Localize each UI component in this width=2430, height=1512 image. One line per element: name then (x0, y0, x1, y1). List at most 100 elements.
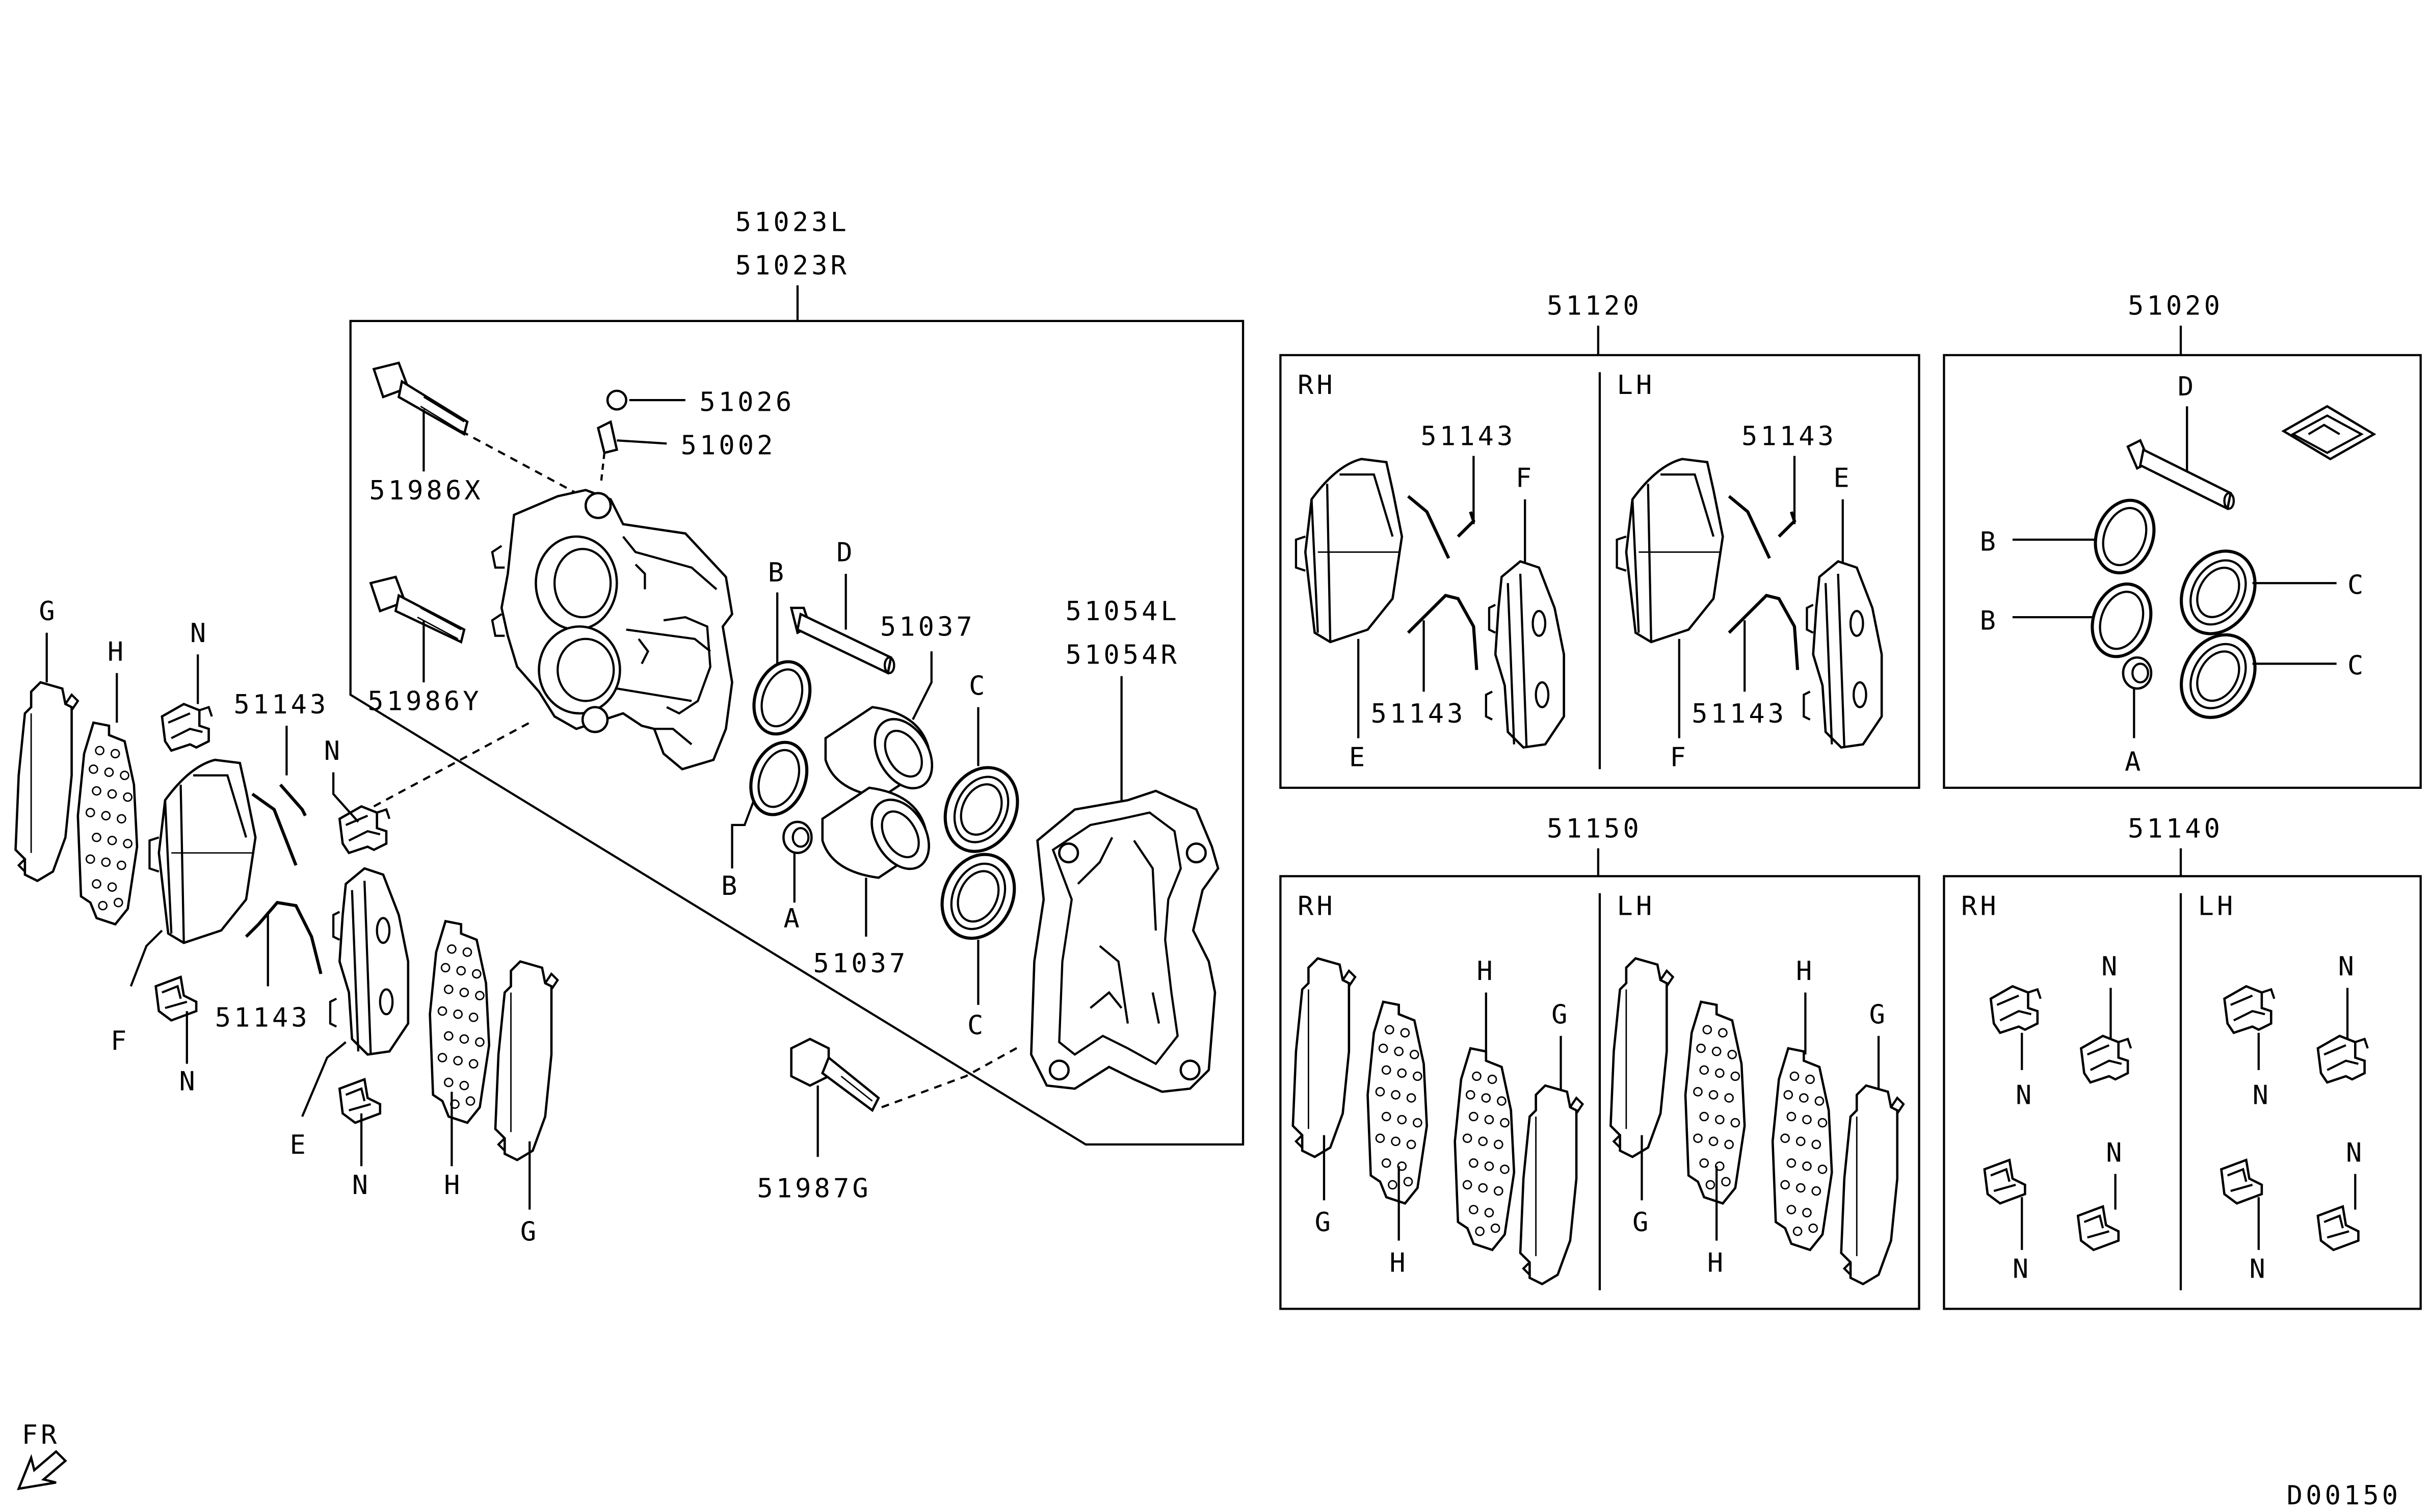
kit-51120-rh-f: F (1516, 463, 1535, 494)
kit-51150-lh-g1: G (1632, 1207, 1651, 1238)
kit-51120-lh-51143-top: 51143 (1741, 421, 1837, 452)
kit-51020-seal-b-lower (2091, 582, 2153, 658)
kit-51150-lh-shim-g2 (1841, 1085, 1904, 1284)
letter-d: D (836, 538, 855, 568)
kit-51140-lh-n2: N (2338, 951, 2357, 982)
shim-g-bottom (495, 962, 558, 1160)
piston-lower (821, 786, 930, 879)
dust-boot-c-lower (940, 853, 1016, 940)
kit-51150-lh-shim-g1 (1610, 959, 1673, 1157)
kit-51140-rh-clip-3 (1985, 1160, 2025, 1203)
kit-51140-rh-n1: N (2016, 1080, 2035, 1111)
letter-h-bottom: H (444, 1170, 463, 1201)
boot-a (782, 820, 813, 854)
kit-51120: 51120 RH LH E 51143 51143 F F 51143 5114… (1279, 291, 1920, 789)
letter-f-left: F (111, 1026, 129, 1056)
kit-number-51020: 51020 (2128, 291, 2223, 322)
kit-51140-frame (1943, 875, 2422, 1310)
kit-51150-rh-shim-g2 (1520, 1085, 1582, 1284)
kit-51020-c-lower: C (2347, 651, 2366, 681)
bleeder-cap (606, 389, 627, 411)
kit-51150-lh-h1: H (1707, 1248, 1726, 1278)
slide-pin-x (372, 361, 577, 494)
kit-51020-b-upper: B (1980, 526, 1999, 557)
kit-51120-lh-spring-upper (1728, 495, 1797, 559)
caliper-support-bracket (1030, 789, 1220, 1093)
kit-51120-rh-spring-upper (1407, 495, 1475, 559)
caliper-body (491, 489, 733, 771)
kit-51150-rh-shim-h2 (1455, 1048, 1514, 1250)
piston-seal-b-upper (752, 660, 812, 736)
letter-g-left: G (39, 596, 58, 627)
front-direction-label: FR (22, 1420, 60, 1450)
kit-51020-guide-pin (2126, 439, 2235, 511)
kit-51140-rh-clip-2 (2081, 1036, 2131, 1082)
part-number-51986X: 51986X (369, 475, 483, 506)
part-number-51986Y: 51986Y (367, 686, 482, 717)
shim-h-bottom (430, 921, 489, 1123)
caliper-assembly: 51023L 51023R 51986X 51986Y 51026 51002 (349, 207, 1245, 1146)
kit-51120-rh-pad-f (1296, 459, 1402, 642)
kit-51020-b-lower: B (1980, 606, 1999, 636)
kit-51140-rh-n3: N (2013, 1254, 2031, 1285)
kit-51140-rh-clip-4 (2078, 1207, 2118, 1250)
part-number-51037-upper: 51037 (880, 612, 975, 643)
letter-b-lower: B (721, 871, 740, 901)
kit-51020-d: D (2178, 372, 2197, 402)
kit-51120-lh-spring-lower (1728, 594, 1800, 670)
kit-51120-lh-51143-bottom: 51143 (1692, 699, 1787, 729)
letter-c-lower: C (967, 1011, 986, 1041)
kit-51140-lh-n1: N (2253, 1080, 2271, 1111)
kit-51020-boot-a (2122, 656, 2153, 690)
letter-n-middle: N (324, 736, 343, 766)
kit-51140-rh-n4: N (2106, 1137, 2125, 1168)
kit-51020-a: A (2125, 747, 2144, 778)
kit-51140: 51140 RH LH N N N N N N N N (1943, 813, 2422, 1310)
pad-e-left (330, 868, 408, 1054)
kit-51140-lh-clip-3 (2221, 1160, 2261, 1203)
piston-seal-b-lower (749, 740, 809, 816)
clip-n-top (162, 704, 212, 751)
slide-pin-y (369, 575, 466, 644)
kit-51140-rh: RH (1961, 891, 1999, 922)
kit-51150-rh-h2: H (1476, 956, 1495, 987)
grease-packet (2281, 405, 2376, 461)
kit-51020-boot-c-lower (2180, 633, 2257, 719)
kit-51140-lh-n3: N (2249, 1254, 2268, 1285)
kit-51150-rh-shim-h1 (1368, 1002, 1427, 1204)
kit-51140-lh-n4: N (2346, 1137, 2365, 1168)
anti-rattle-spring-upper (251, 783, 307, 866)
part-number-51002: 51002 (681, 431, 776, 461)
clip-n-bottom (156, 977, 196, 1020)
part-number-51143-bottom: 51143 (215, 1003, 310, 1033)
kit-51120-rh: RH (1298, 370, 1336, 401)
kit-number-51150: 51150 (1547, 813, 1642, 844)
kit-51150-lh-shim-h1 (1685, 1002, 1745, 1204)
part-number-51987G: 51987G (757, 1173, 871, 1204)
kit-51140-rh-n2: N (2101, 951, 2120, 982)
clip-n-bottom-2 (339, 1079, 380, 1123)
caliper-assembly-frame (349, 320, 1245, 1146)
kit-51120-rh-e: E (1349, 742, 1368, 773)
part-number-51143-top: 51143 (233, 689, 329, 720)
front-direction-arrow-icon (17, 1450, 67, 1491)
kit-51120-lh-pad-f (1617, 459, 1723, 642)
letter-b-upper: B (768, 558, 787, 588)
part-number-51023L: 51023L (735, 207, 850, 238)
guide-pin-d (789, 606, 895, 675)
shim-h-left (78, 723, 137, 924)
kit-51150-rh: RH (1298, 891, 1336, 922)
kit-51120-lh-pad-e (1804, 562, 1882, 748)
kit-51120-rh-51143-bottom: 51143 (1371, 699, 1466, 729)
kit-51150-lh-h2: H (1796, 956, 1815, 987)
part-number-51037-lower: 51037 (813, 948, 908, 979)
kit-51020-frame (1943, 354, 2422, 789)
kit-51150: 51150 RH LH G H H G G H H G (1279, 813, 1920, 1310)
part-number-51054R: 51054R (1066, 640, 1180, 671)
letter-n-top: N (190, 618, 209, 649)
kit-51150-rh-g2: G (1551, 1000, 1570, 1030)
letter-n-bottom-2: N (352, 1170, 371, 1201)
kit-number-51120: 51120 (1547, 291, 1642, 322)
letter-e-left: E (289, 1130, 308, 1160)
